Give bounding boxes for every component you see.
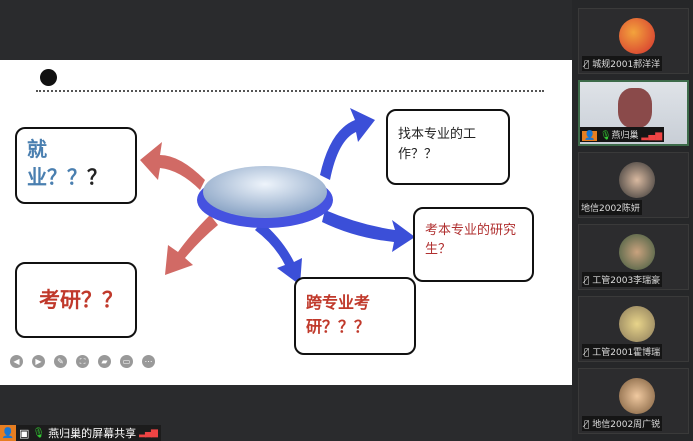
participant-tile-active[interactable]: 👤 🎙燕归巢 ▂▄▆ xyxy=(578,80,689,146)
user-icon: 👤 xyxy=(0,425,16,441)
avatar xyxy=(619,162,655,198)
participant-name: 地信2002陈妍 xyxy=(579,200,642,215)
screen-share-area: 就 业？？？ 考研？？ 找本专业的工作？？ 考本专业的研究生？ 跨专业考研？？？… xyxy=(0,60,572,441)
participant-tile[interactable]: 🎙̸ 工管2003李瑞豪 xyxy=(578,224,689,290)
avatar xyxy=(619,18,655,54)
slide-toolbar: ◀ ▶ ✎ ⛶ ▰ ▭ ⋯ xyxy=(10,355,155,368)
same-major-grad-box: 考本专业的研究生？ xyxy=(413,207,534,282)
mindmap-arrows xyxy=(140,108,415,285)
arrow-blue-down xyxy=(255,222,302,285)
bullet-dot xyxy=(40,69,57,86)
participant-tile[interactable]: 🎙̸ 工管2001霍博瑞 xyxy=(578,296,689,362)
video-feed xyxy=(618,88,652,128)
avatar xyxy=(619,234,655,270)
screen-icon: ▣ xyxy=(19,426,30,440)
mic-icon: 🎙 xyxy=(32,427,46,439)
find-job-box: 找本专业的工作？？ xyxy=(386,109,510,185)
employment-text-2: 业？？ xyxy=(27,165,87,189)
employment-text-3: ？ xyxy=(87,165,107,189)
participant-name: 👤 🎙燕归巢 ▂▄▆ xyxy=(580,127,665,142)
participant-name: 🎙̸ 地信2002周广锐 xyxy=(582,416,663,431)
pen-icon[interactable]: ✎ xyxy=(54,355,67,368)
arrow-blue-up xyxy=(320,108,375,180)
camera-icon[interactable]: ▰ xyxy=(98,355,111,368)
employment-text-1: 就 xyxy=(27,137,47,161)
participant-tile[interactable]: 🎙̸ 地信2002周广锐 xyxy=(578,368,689,434)
dotted-divider xyxy=(36,90,544,92)
arrow-red-down xyxy=(165,215,218,275)
screen-share-label-bar: 👤 ▣ 🎙 燕归巢的屏幕共享 ▂▄▆ xyxy=(0,425,161,441)
arrow-blue-right xyxy=(322,210,415,252)
screenshot-icon[interactable]: ⛶ xyxy=(76,355,89,368)
center-node xyxy=(203,166,327,218)
employment-box: 就 业？？？ xyxy=(15,127,137,204)
avatar xyxy=(619,378,655,414)
cross-major-box: 跨专业考研？？？ xyxy=(294,277,416,355)
more-icon[interactable]: ⋯ xyxy=(142,355,155,368)
prev-icon[interactable]: ◀ xyxy=(10,355,23,368)
participant-name: 🎙̸ 城规2001郝洋洋 xyxy=(582,56,663,71)
signal-icon: ▂▄▆ xyxy=(139,428,158,438)
participant-tile[interactable]: 🎙̸ 城规2001郝洋洋 xyxy=(578,8,689,74)
share-label: 燕归巢的屏幕共享 xyxy=(48,427,137,440)
grad-exam-box: 考研？？ xyxy=(15,262,137,338)
participant-name: 🎙̸ 工管2003李瑞豪 xyxy=(582,272,663,287)
presentation-slide: 就 业？？？ 考研？？ 找本专业的工作？？ 考本专业的研究生？ 跨专业考研？？？… xyxy=(0,60,572,385)
participant-name: 🎙̸ 工管2001霍博瑞 xyxy=(582,344,663,359)
avatar xyxy=(619,306,655,342)
next-icon[interactable]: ▶ xyxy=(32,355,45,368)
arrow-red-up xyxy=(140,142,205,190)
participant-tile[interactable]: 地信2002陈妍 xyxy=(578,152,689,218)
comment-icon[interactable]: ▭ xyxy=(120,355,133,368)
